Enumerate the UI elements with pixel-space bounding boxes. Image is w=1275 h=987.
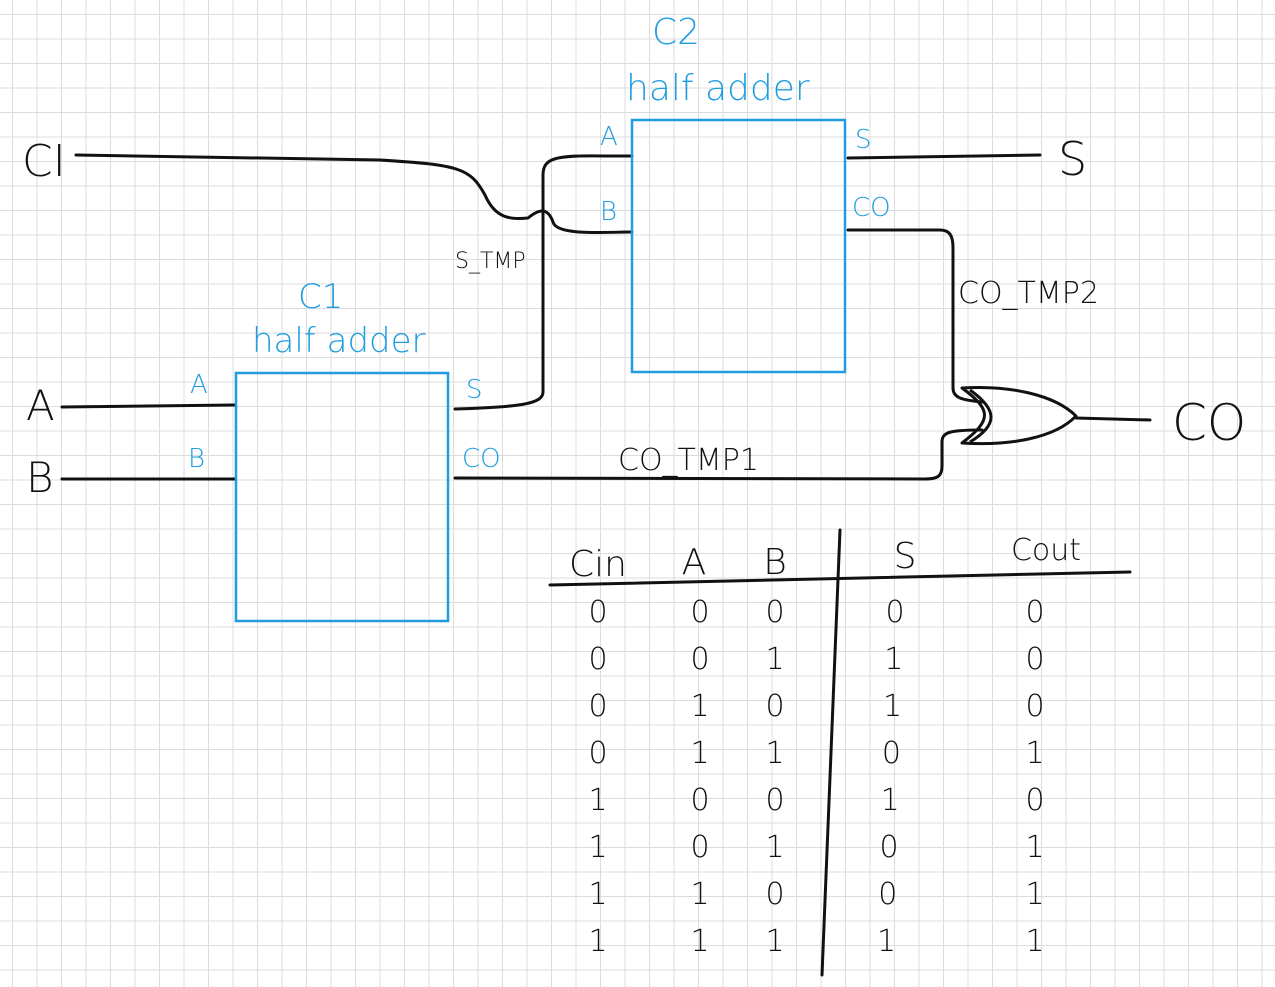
cell-b: 1 — [765, 736, 784, 771]
cell-s: 1 — [884, 642, 903, 677]
cell-cin: 1 — [588, 924, 607, 959]
truth-table-divider — [820, 528, 842, 977]
half-adder-c1: C1 half adder A B S CO — [188, 277, 501, 623]
half-adder-c2: C2 half adder A B S CO — [600, 12, 891, 374]
input-label-ci: CI — [22, 136, 66, 187]
header-a: A — [682, 542, 707, 583]
c2-box — [630, 118, 847, 374]
cell-cin: 0 — [588, 595, 607, 630]
cell-cout: 0 — [1025, 595, 1044, 630]
cell-a: 0 — [690, 783, 709, 818]
c2-port-s: S — [855, 125, 872, 155]
cell-cout: 0 — [1025, 783, 1044, 818]
truth-table-row: 0 0 0 0 0 — [588, 595, 1044, 630]
or-gate — [960, 386, 1078, 446]
net-label-co-tmp1: CO_TMP1 — [618, 443, 759, 478]
cell-cin: 0 — [588, 689, 607, 724]
wire-co-tmp1 — [453, 428, 984, 481]
header-cin: Cin — [569, 544, 627, 585]
cell-cout: 1 — [1025, 736, 1044, 771]
truth-table-row: 1 1 1 1 1 — [588, 924, 1044, 959]
cell-s: 0 — [878, 877, 897, 912]
truth-table-header: Cin A B S Cout — [569, 533, 1081, 585]
cell-s: 0 — [885, 595, 904, 630]
cell-cin: 0 — [588, 642, 607, 677]
cell-cout: 0 — [1025, 689, 1044, 724]
cell-a: 1 — [690, 924, 709, 959]
wire-ci — [74, 153, 634, 235]
cell-s: 0 — [879, 830, 898, 865]
truth-table-row: 1 0 0 1 0 — [588, 783, 1044, 818]
c1-box — [234, 371, 450, 623]
cell-cout: 1 — [1025, 830, 1044, 865]
truth-table-body: 0 0 0 0 0 0 0 1 1 0 0 1 0 1 0 0 1 1 0 1 1 0 0 1 0 1 0 1 0 1 1 1 0 0 1 1 1 1 1 1 — [588, 595, 1044, 959]
cell-s: 1 — [883, 689, 902, 724]
cell-cout: 1 — [1025, 877, 1044, 912]
c1-name: C1 — [298, 277, 343, 317]
truth-table-row: 0 1 0 1 0 — [588, 689, 1044, 724]
cell-cin: 0 — [588, 736, 607, 771]
cell-a: 0 — [690, 830, 709, 865]
truth-table-header-rule — [548, 570, 1132, 587]
cell-s: 1 — [877, 924, 896, 959]
wire-s-tmp — [453, 154, 634, 411]
cell-a: 0 — [690, 642, 709, 677]
wire-co-out — [1074, 416, 1152, 422]
cell-b: 0 — [765, 783, 784, 818]
cell-cout: 1 — [1025, 924, 1044, 959]
wire-co-tmp2 — [846, 228, 984, 404]
c2-name: C2 — [652, 12, 700, 53]
c2-port-b: B — [600, 197, 617, 227]
header-b: B — [763, 542, 787, 583]
cell-b: 0 — [765, 595, 784, 630]
cell-s: 0 — [882, 736, 901, 771]
cell-cin: 1 — [588, 783, 607, 818]
output-label-co: CO — [1172, 394, 1246, 452]
header-cout: Cout — [1011, 533, 1081, 568]
cell-b: 1 — [765, 830, 784, 865]
cell-b: 1 — [765, 642, 784, 677]
cell-a: 0 — [690, 595, 709, 630]
cell-b: 1 — [765, 924, 784, 959]
wire-a — [60, 403, 237, 409]
c1-port-s: S — [466, 375, 483, 405]
c2-port-a: A — [600, 122, 618, 152]
c1-port-co: CO — [462, 444, 501, 474]
output-label-s: S — [1058, 132, 1087, 186]
net-label-s-tmp: S_TMP — [455, 249, 526, 274]
cell-a: 1 — [690, 689, 709, 724]
c1-port-b: B — [188, 444, 205, 474]
c2-type: half adder — [626, 68, 810, 109]
c1-port-a: A — [190, 370, 208, 400]
truth-table-row: 1 0 1 0 1 — [588, 830, 1044, 865]
cell-cin: 1 — [588, 830, 607, 865]
cell-cin: 1 — [588, 877, 607, 912]
cell-b: 0 — [765, 877, 784, 912]
cell-b: 0 — [765, 689, 784, 724]
wire-s-out — [846, 153, 1042, 160]
truth-table-row: 1 1 0 0 1 — [588, 877, 1044, 912]
c1-type: half adder — [252, 321, 426, 361]
cell-s: 1 — [881, 783, 900, 818]
cell-a: 1 — [690, 736, 709, 771]
cell-cout: 0 — [1025, 642, 1044, 677]
truth-table-row: 0 0 1 1 0 — [588, 642, 1044, 677]
header-s: S — [894, 536, 917, 577]
cell-a: 1 — [690, 877, 709, 912]
input-label-b: B — [26, 453, 54, 502]
truth-table-row: 0 1 1 0 1 — [588, 736, 1044, 771]
c2-port-co: CO — [852, 193, 891, 223]
input-label-a: A — [26, 381, 55, 430]
net-label-co-tmp2: CO_TMP2 — [958, 276, 1099, 311]
